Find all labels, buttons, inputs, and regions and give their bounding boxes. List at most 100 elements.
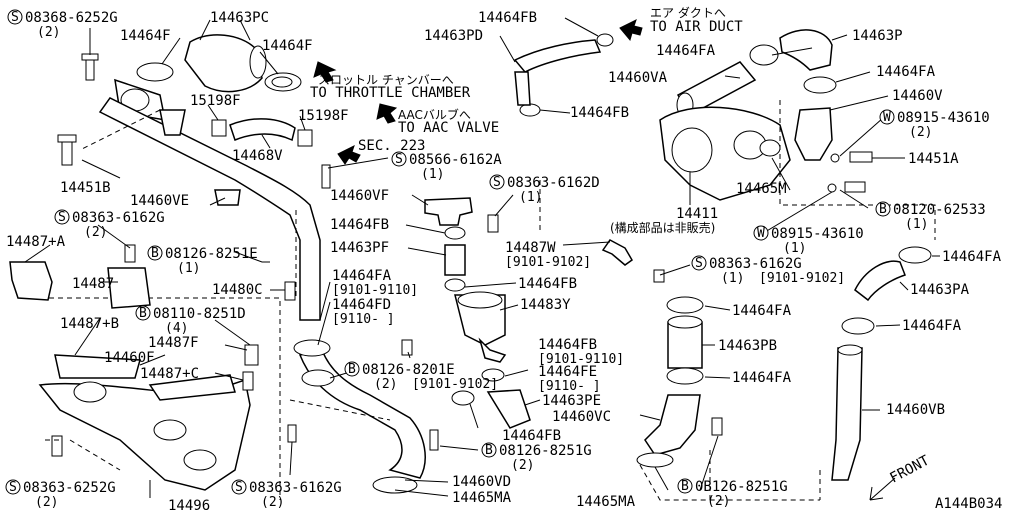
part-number: 14487+C xyxy=(140,366,199,382)
bolt-14451a xyxy=(849,151,873,163)
part-qty: (1) xyxy=(519,190,542,205)
bracket-b xyxy=(214,189,241,206)
part-number: 08120-62533 xyxy=(893,202,986,218)
part-label-14464fb-f: 14464FB xyxy=(502,428,561,444)
clamp-14464fa-f xyxy=(666,367,704,385)
part-label-14463pb: 14463PB xyxy=(718,338,777,354)
part-label-15198f-b: 15198F xyxy=(298,108,349,124)
bolt-0b126-8251g xyxy=(711,417,723,436)
part-number: 14463PF xyxy=(330,240,389,256)
bolt-14487f xyxy=(244,344,259,366)
front-label: FRONT xyxy=(887,452,932,486)
badge-s-icon xyxy=(489,174,505,190)
front-arrow xyxy=(869,477,896,501)
part-number: 08566-6162A xyxy=(409,152,502,168)
bolt-08368-head xyxy=(81,53,99,61)
part-qty: (2) xyxy=(35,495,58,510)
hose-14468v xyxy=(229,118,296,142)
part-number: 14451A xyxy=(908,151,959,167)
air-duct-en: TO AIR DUCT xyxy=(650,19,743,35)
right-parts xyxy=(636,29,932,481)
part-label-14460ve: 14460VE xyxy=(130,193,189,209)
part-label-14483y: 14483Y xyxy=(520,297,571,313)
pipe-14460vb xyxy=(831,347,863,481)
hose-14463pd-lower xyxy=(514,71,531,106)
hose-14463pb-top xyxy=(667,315,703,329)
part-label-14460va: 14460VA xyxy=(608,70,668,86)
manifold-parts xyxy=(9,244,297,500)
throttle-jp: スロットル チャンバーへ xyxy=(318,73,454,87)
part-number: 14464FE xyxy=(538,364,597,380)
part-qty: (2) xyxy=(374,377,397,392)
part-number: 14460V xyxy=(892,88,943,104)
part-label-14464f-a: 14464F xyxy=(120,28,171,44)
part-number: 14464FB xyxy=(518,276,577,292)
clamp-14464fa-top xyxy=(749,44,779,66)
manifold-port-a xyxy=(73,381,107,403)
badge-s-icon xyxy=(5,479,21,495)
part-qty: (2) xyxy=(37,25,60,40)
part-number: 14460VD xyxy=(452,474,511,490)
hose-14463pa xyxy=(854,260,906,302)
part-number: 14463PB xyxy=(718,338,777,354)
part-label-14464fd: 14464FD[9110- ] xyxy=(332,297,395,327)
hose-14463pe xyxy=(486,389,531,429)
part-label-14460vc: 14460VC xyxy=(552,409,611,425)
center-parts xyxy=(321,33,665,429)
part-qty: (2) xyxy=(707,494,730,509)
badge-letter: B xyxy=(151,246,159,261)
part-number: 14464FA xyxy=(732,370,792,386)
badge-letter: B xyxy=(879,202,887,217)
part-number: 08126-8251E xyxy=(165,246,258,262)
part-qty: (2) xyxy=(511,458,534,473)
clamp-inner xyxy=(271,76,293,88)
badge-letter: B xyxy=(139,306,147,321)
badge-b-icon xyxy=(677,478,693,494)
part-label-14463pc: 14463PC xyxy=(210,10,269,26)
part-label-14411: 14411 xyxy=(676,206,718,222)
clamp-14464fe xyxy=(481,368,505,382)
part-note: [9101-9102] xyxy=(505,255,591,270)
part-label-14468v: 14468V xyxy=(232,148,283,164)
part-label-14463pf: 14463PF xyxy=(330,240,389,256)
part-label-14465m: 14465M xyxy=(736,181,787,197)
part-number: 14464FD xyxy=(332,297,391,313)
part-label-14460v: 14460V xyxy=(892,88,943,104)
bolt-14451b xyxy=(61,139,73,166)
clamp-14464fa-e xyxy=(666,296,704,314)
part-note: [9101-9110] xyxy=(332,283,418,298)
washer-w-08915-b xyxy=(827,183,837,193)
badge-letter: S xyxy=(11,10,19,25)
bolt-08363-6162g-c xyxy=(653,269,665,283)
pipe-14460v xyxy=(794,107,833,161)
badge-letter: S xyxy=(9,480,17,495)
part-number: 14464FB xyxy=(570,105,629,121)
badge-s-icon xyxy=(391,151,407,167)
part-number: 14460VE xyxy=(130,193,189,209)
part-note: [9110- ] xyxy=(332,312,395,327)
part-number: 14465MA xyxy=(576,494,636,510)
part-label-14487c: 14487+C xyxy=(140,366,199,382)
bracket-a xyxy=(159,109,186,136)
clip-15198f-a xyxy=(211,119,227,137)
arrow-to-air-duct xyxy=(619,19,643,42)
bolt-08566 xyxy=(321,164,331,189)
bolt-08363-6162g-b xyxy=(287,424,297,443)
valve-port xyxy=(478,337,507,363)
bolt-08363-6252g xyxy=(51,435,63,457)
part-qty: (2) xyxy=(84,225,107,240)
part-number: 08126-8201E xyxy=(362,362,455,378)
badge-s-icon xyxy=(54,209,70,225)
hose-14463pf xyxy=(444,244,466,276)
clamp-14464fa-d xyxy=(841,317,875,335)
part-qty: (1) xyxy=(177,261,200,276)
part-label-14464f-b: 14464F xyxy=(262,38,313,54)
manifold-port-b xyxy=(153,419,187,441)
badge-letter: W xyxy=(883,110,891,125)
badge-b-icon xyxy=(147,245,163,261)
